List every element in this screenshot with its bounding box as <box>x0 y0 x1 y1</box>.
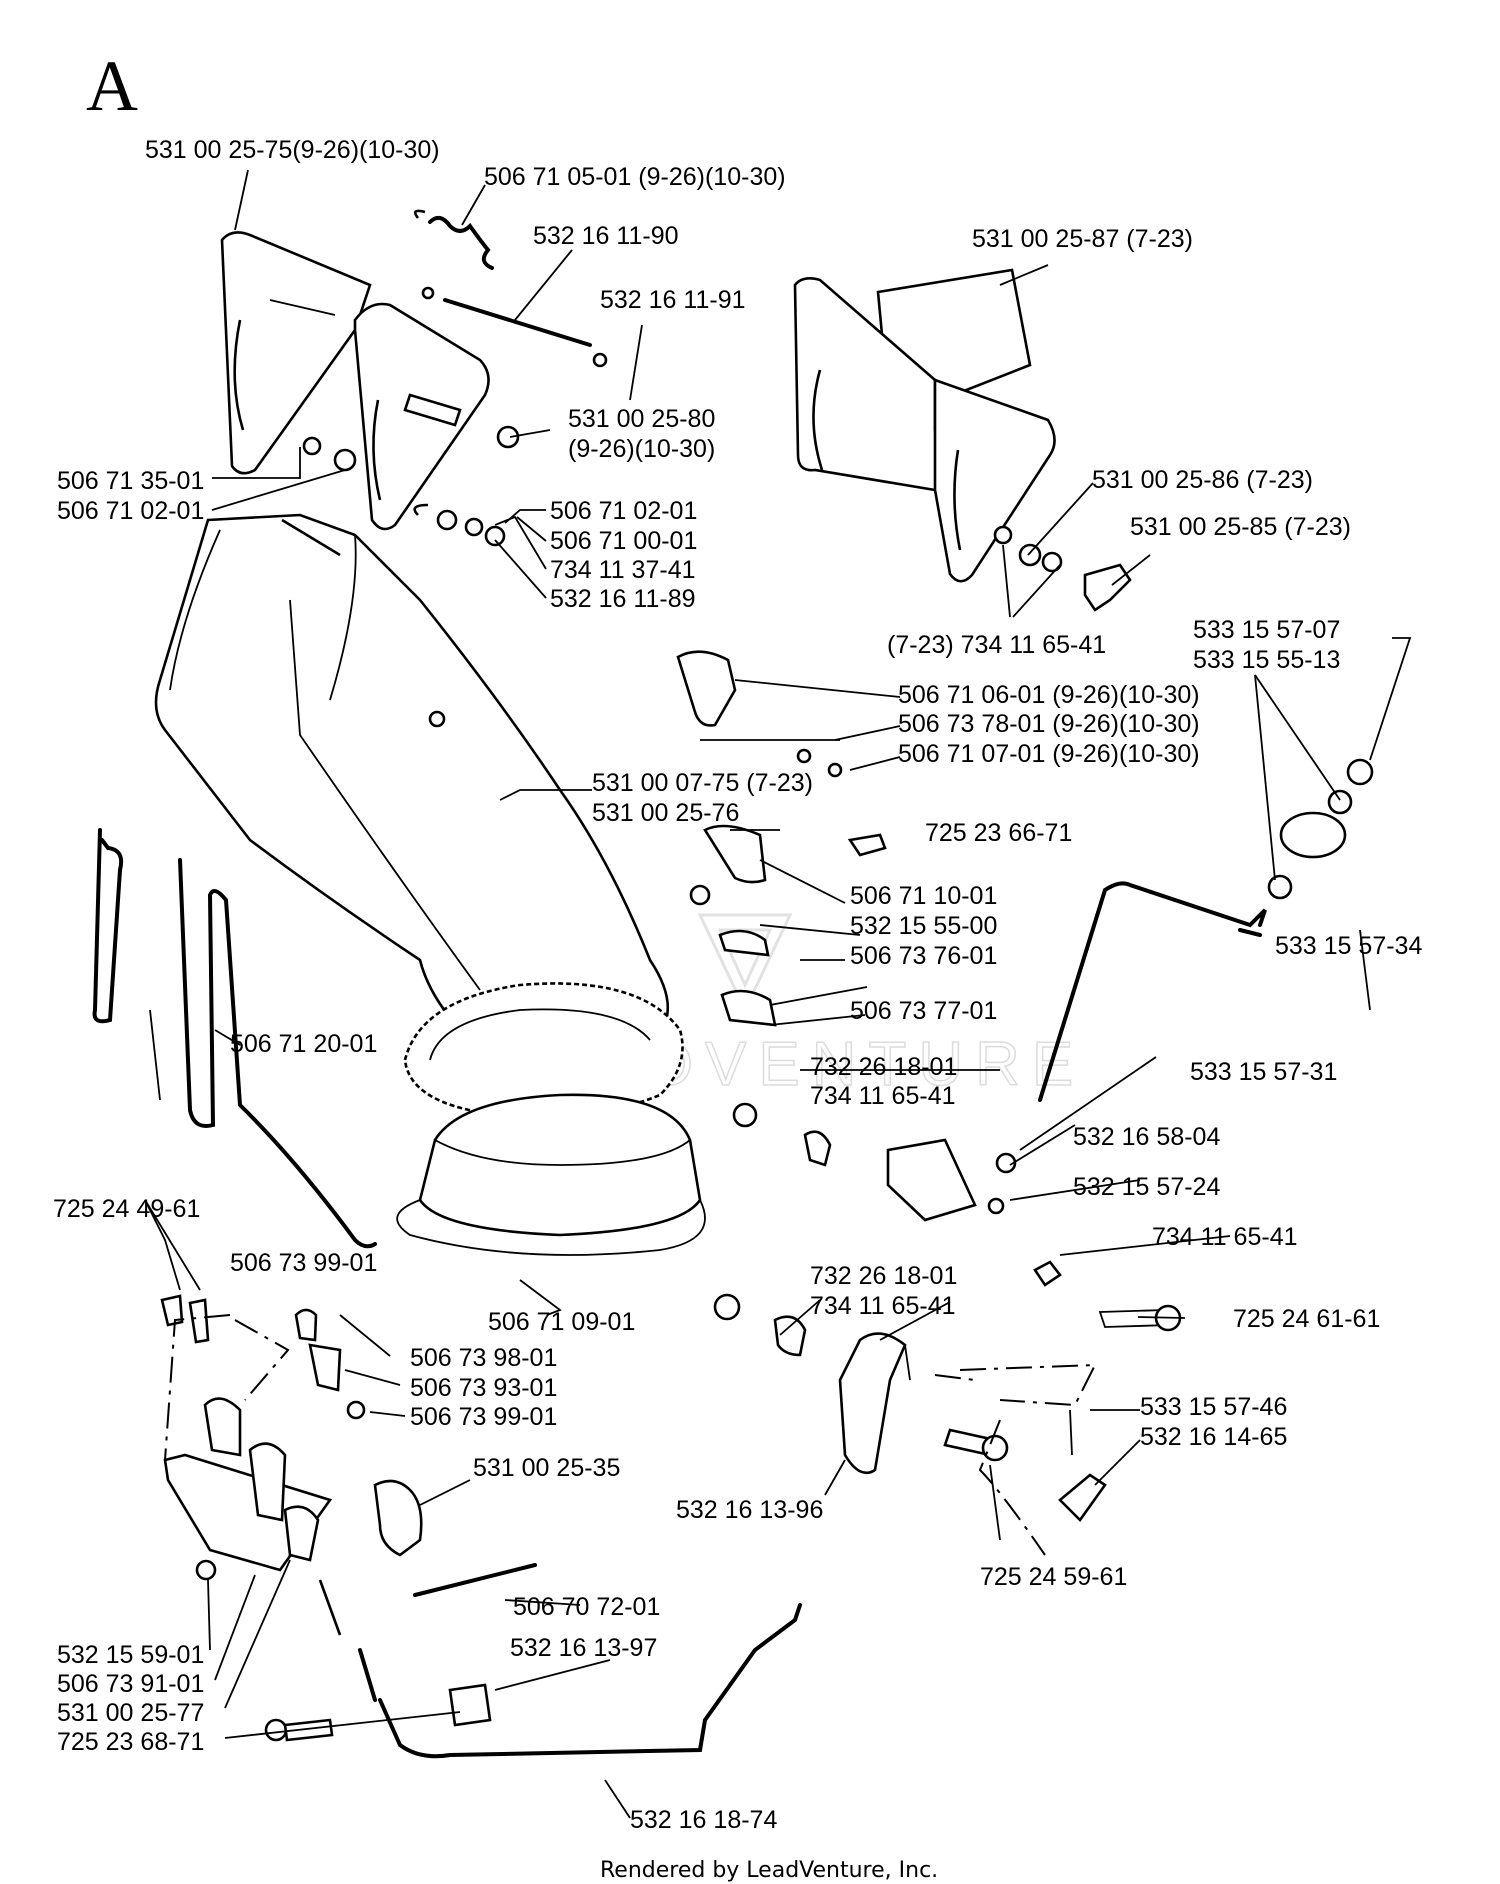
part-label: 734 11 37-41 <box>550 556 696 584</box>
leader-lines <box>144 169 1412 1819</box>
chute-bracket-parts <box>676 650 887 1027</box>
part-label: 531 00 25-87 (7-23) <box>972 225 1193 253</box>
footer-credit: Rendered by LeadVenture, Inc. <box>600 1858 938 1883</box>
part-label: (9-26)(10-30) <box>568 435 715 463</box>
part-label: (7-23) 734 11 65-41 <box>887 631 1106 659</box>
part-label: 531 00 25-35 <box>473 1454 620 1482</box>
chute-base-ring <box>396 1093 706 1256</box>
part-label: 531 00 07-75 (7-23) <box>592 769 813 797</box>
part-label: 506 71 35-01 <box>57 467 204 495</box>
part-label: 532 15 55-00 <box>850 912 997 940</box>
part-label: 532 16 11-91 <box>600 286 746 314</box>
part-label: 531 00 25-76 <box>592 799 739 827</box>
bracket-left-assembly <box>160 1294 802 1759</box>
part-label: 732 26 18-01 <box>810 1053 957 1081</box>
part-label: 506 71 00-01 <box>550 527 697 555</box>
part-label: 506 71 06-01 (9-26)(10-30) <box>898 681 1200 709</box>
part-label: 532 16 11-90 <box>533 222 679 250</box>
part-label: 532 15 57-24 <box>1073 1173 1220 1201</box>
section-letter: A <box>86 46 138 126</box>
part-label: 734 11 65-41 <box>810 1082 956 1110</box>
part-label: 725 23 68-71 <box>57 1728 204 1756</box>
part-label: 506 70 72-01 <box>513 1593 660 1621</box>
part-label: 506 73 99-01 <box>230 1249 377 1277</box>
part-label: 734 11 65-41 <box>1152 1223 1298 1251</box>
part-label: 506 71 20-01 <box>230 1030 377 1058</box>
deflector-assembly-left <box>220 209 608 547</box>
deflector-assembly-right <box>793 268 1132 612</box>
part-labels: 531 00 25-75(9-26)(10-30) 506 71 05-01 (… <box>53 136 1422 1834</box>
part-label: 725 24 59-61 <box>980 1563 1127 1591</box>
part-label: 506 73 78-01 (9-26)(10-30) <box>898 710 1200 738</box>
part-label: 506 71 02-01 <box>550 497 697 525</box>
part-label: 532 16 14-65 <box>1140 1423 1287 1451</box>
part-label: 506 73 76-01 <box>850 942 997 970</box>
part-label: 531 00 25-75(9-26)(10-30) <box>145 136 440 164</box>
part-label: 506 73 93-01 <box>410 1374 557 1402</box>
part-label: 725 23 66-71 <box>925 819 1072 847</box>
part-label: 531 00 25-86 (7-23) <box>1092 466 1313 494</box>
part-label: 533 15 57-31 <box>1190 1058 1337 1086</box>
part-label: 506 71 07-01 (9-26)(10-30) <box>898 740 1200 768</box>
part-label: 506 71 05-01 (9-26)(10-30) <box>484 163 786 191</box>
deflector-rod <box>92 828 377 1249</box>
ring-gear <box>403 982 684 1118</box>
lower-bracket-assembly <box>713 1102 1182 1556</box>
part-label: 506 71 09-01 <box>488 1308 635 1336</box>
part-label: 532 15 59-01 <box>57 1641 204 1669</box>
part-label: 533 15 57-46 <box>1140 1393 1287 1421</box>
watermark-logo <box>697 913 793 1014</box>
part-label: 506 73 99-01 <box>410 1403 557 1431</box>
part-label: 725 24 49-61 <box>53 1195 200 1223</box>
part-label: 506 73 77-01 <box>850 997 997 1025</box>
part-label: 532 16 11-89 <box>550 585 696 613</box>
part-label: 533 15 57-34 <box>1275 932 1422 960</box>
part-label: 506 71 10-01 <box>850 882 997 910</box>
part-label: 506 71 02-01 <box>57 497 204 525</box>
part-label: 532 16 58-04 <box>1073 1123 1220 1151</box>
part-label: 506 73 98-01 <box>410 1344 557 1372</box>
discharge-chute <box>154 513 670 1065</box>
part-label: 732 26 18-01 <box>810 1262 957 1290</box>
part-label: 531 00 25-80 <box>568 405 715 433</box>
part-label: 531 00 25-77 <box>57 1699 204 1727</box>
part-label: 725 24 61-61 <box>1233 1305 1380 1333</box>
part-label: 531 00 25-85 (7-23) <box>1130 513 1351 541</box>
part-label: 506 73 91-01 <box>57 1670 204 1698</box>
part-label: 532 16 18-74 <box>630 1806 777 1834</box>
part-label: 533 15 57-07 <box>1193 616 1340 644</box>
part-label: 734 11 65-41 <box>810 1292 956 1320</box>
crank-assembly <box>1038 758 1374 1102</box>
part-label: 533 15 55-13 <box>1193 646 1340 674</box>
part-label: 532 16 13-97 <box>510 1634 657 1662</box>
part-label: 532 16 13-96 <box>676 1496 823 1524</box>
